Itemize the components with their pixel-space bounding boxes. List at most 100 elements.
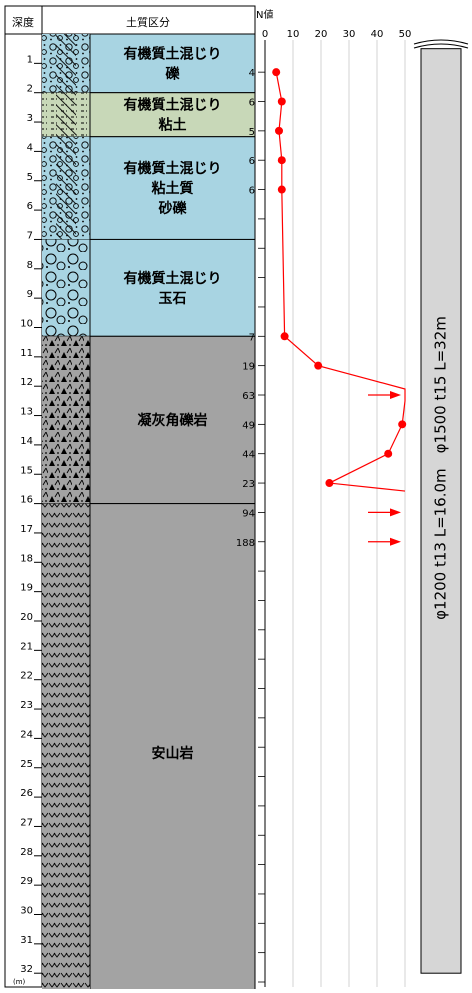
n-value-label-8: 63 [242, 391, 255, 402]
depth-label-22: 22 [20, 671, 33, 682]
layer-3-name-line-3: 砂礫 [158, 200, 188, 217]
layer-1-hatch [56, 34, 76, 93]
n-tick-label-20: 20 [315, 29, 328, 40]
n-value-point-9 [398, 420, 407, 429]
layer-4-name-line-1: 有機質土混じり [124, 270, 222, 287]
layer-1-name-line-2: 礫 [166, 65, 181, 82]
n-value-point-10 [384, 449, 393, 458]
depth-label-12: 12 [20, 377, 33, 388]
n-tick-label-0: 0 [262, 29, 268, 40]
n-tick-label-50: 50 [399, 29, 412, 40]
layer-1-band [89, 33, 256, 94]
depth-label-10: 10 [20, 319, 33, 330]
layer-1-name-line-1: 有機質土混じり [124, 45, 222, 62]
n-value-arrow-head-8 [390, 391, 401, 400]
depth-label-27: 27 [20, 817, 33, 828]
n-value-label-1: 4 [249, 68, 255, 79]
n-tick-label-30: 30 [343, 29, 356, 40]
layer-6-column-pattern [42, 503, 90, 993]
n-value-label-11: 23 [242, 479, 255, 490]
depth-label-1: 1 [27, 54, 33, 65]
layer-4-name-line-2: 玉石 [159, 291, 187, 307]
depth-label-4: 4 [27, 142, 33, 153]
layer-2-band [89, 92, 256, 138]
depth-label-23: 23 [20, 700, 33, 711]
soil-layers: 有機質土混じり礫有機質土混じり粘土有機質土混じり粘土質砂礫有機質土混じり玉石凝灰… [42, 33, 256, 993]
layer-6-band [89, 503, 256, 993]
pile-label: φ1200 t13 L=16.0m φ1500 t15 L=32m [432, 316, 450, 620]
soil-header: 土質区分 [126, 15, 170, 29]
depth-label-31: 31 [20, 935, 33, 946]
layer-3-name-line-2: 粘土質 [152, 180, 194, 197]
n-value-header: N値 [256, 8, 273, 21]
n-value-label-2: 6 [249, 98, 255, 109]
depth-label-24: 24 [20, 729, 33, 740]
pile-body [420, 48, 462, 974]
depth-label-11: 11 [20, 348, 33, 359]
n-tick-label-40: 40 [371, 29, 384, 40]
depth-label-29: 29 [20, 876, 33, 887]
depth-label-32: 32 [20, 964, 33, 975]
header-row [4, 5, 256, 35]
pile-column: φ1200 t13 L=16.0m φ1500 t15 L=32m [413, 39, 469, 974]
depth-unit: (m) [13, 978, 26, 986]
layer-6-name-line-1: 安山岩 [152, 745, 194, 762]
depth-axis: 1234567891011121314151617181920212223242… [20, 54, 42, 975]
depth-label-17: 17 [20, 524, 33, 535]
depth-label-21: 21 [20, 641, 33, 652]
depth-label-7: 7 [27, 230, 33, 241]
n-value-series [272, 68, 407, 546]
pile-break-bottom [413, 43, 469, 49]
n-value-point-1 [272, 68, 281, 77]
depth-label-18: 18 [20, 553, 33, 564]
n-value-label-13: 188 [236, 538, 255, 549]
layer-4-band [89, 238, 256, 337]
depth-label-6: 6 [27, 201, 33, 212]
depth-label-9: 9 [27, 289, 33, 300]
n-value-line [275, 72, 406, 492]
n-value-label-4: 6 [249, 156, 255, 167]
n-value-point-4 [277, 156, 286, 165]
depth-label-3: 3 [27, 113, 33, 124]
n-value-label-10: 44 [242, 450, 255, 461]
n-value-point-3 [275, 126, 283, 135]
layer-2-name-line-2: 粘土 [159, 117, 187, 134]
layer-2-name-line-1: 有機質土混じり [124, 97, 222, 114]
depth-label-15: 15 [20, 465, 33, 476]
n-value-point-2 [277, 97, 286, 106]
depth-label-13: 13 [20, 407, 33, 418]
depth-label-26: 26 [20, 788, 33, 799]
n-value-arrow-head-12 [390, 508, 401, 517]
layer-5-name-line-1: 凝灰角礫岩 [138, 412, 208, 429]
n-value-label-9: 49 [242, 420, 255, 431]
depth-label-16: 16 [20, 495, 33, 506]
n-value-point-6 [280, 332, 289, 341]
layer-4-column-pattern [42, 239, 90, 337]
layer-3-hatch [56, 136, 76, 240]
n-value-point-7 [314, 361, 323, 370]
n-value-label-3: 5 [249, 127, 255, 138]
layer-3-name-line-1: 有機質土混じり [124, 160, 222, 177]
n-value-grid [264, 40, 406, 987]
depth-label-19: 19 [20, 583, 33, 594]
n-value-point-5 [277, 185, 286, 194]
layer-5-column-pattern [42, 336, 90, 504]
depth-label-20: 20 [20, 612, 33, 623]
depth-label-14: 14 [20, 436, 33, 447]
n-value-point-11 [325, 479, 334, 488]
n-value-label-12: 94 [242, 508, 255, 519]
n-value-arrow-head-13 [390, 537, 401, 546]
depth-header: 深度 [12, 15, 34, 29]
depth-label-2: 2 [27, 84, 33, 95]
n-value-label-6: 7 [249, 332, 255, 343]
n-value-labels: 4 6 5 6 6 7 19 63 49 44 23 94 188 [236, 68, 265, 983]
pile-break-top [413, 39, 469, 45]
depth-label-5: 5 [27, 172, 33, 183]
n-value-label-7: 19 [242, 362, 255, 373]
depth-label-25: 25 [20, 759, 33, 770]
n-value-label-5: 6 [249, 186, 255, 197]
depth-label-8: 8 [27, 260, 33, 271]
depth-label-30: 30 [20, 906, 33, 917]
